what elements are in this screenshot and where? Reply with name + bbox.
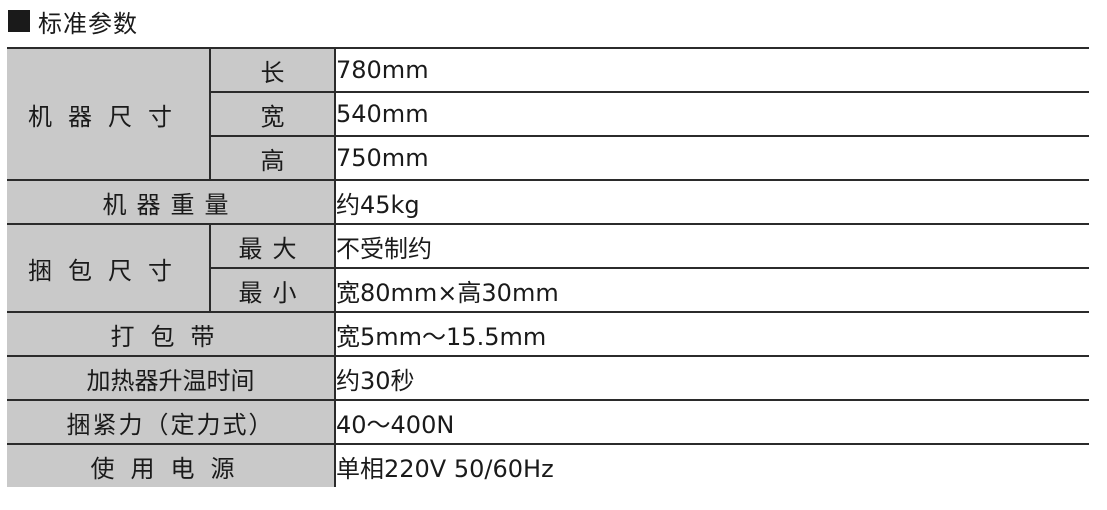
section-title: 标准参数 (8, 4, 138, 38)
bundle-max-value: 不受制约 (334, 224, 1089, 269)
title-text: 标准参数 (38, 9, 138, 38)
square-bullet-icon (8, 10, 30, 32)
table-row: 宽 540mm (7, 92, 1089, 137)
width-value: 540mm (334, 92, 1089, 137)
table-row: 机器尺寸 长 780mm (7, 47, 1089, 181)
strap-label: 打包带 (7, 312, 335, 357)
length-label: 长 (210, 47, 335, 93)
spec-table: 机器尺寸 长 780mm 宽 540mm 高 750mm 机器重量 约45kg … (7, 47, 1089, 487)
weight-value: 约45kg (334, 180, 1089, 225)
table-row: 打包带 宽5mm～15.5mm (7, 312, 1089, 357)
heater-value: 约30秒 (334, 356, 1089, 401)
strap-value: 宽5mm～15.5mm (334, 312, 1089, 357)
bundle-min-label: 最小 (210, 268, 335, 313)
power-value: 单相220V 50/60Hz (334, 444, 1089, 487)
height-label: 高 (210, 136, 335, 181)
heater-label: 加热器升温时间 (7, 356, 335, 401)
table-row: 捆包尺寸 最大 不受制约 (7, 224, 1089, 313)
tension-value: 40～400N (334, 400, 1089, 445)
weight-label: 机器重量 (7, 180, 335, 225)
power-label: 使用电源 (7, 444, 335, 487)
table-row: 最小 宽80mm×高30mm (7, 268, 1089, 313)
table-row: 使用电源 单相220V 50/60Hz (7, 444, 1089, 487)
bundle-size-group-label: 捆包尺寸 (7, 224, 211, 313)
bundle-min-value: 宽80mm×高30mm (334, 268, 1089, 313)
table-row: 加热器升温时间 约30秒 (7, 356, 1089, 401)
tension-label: 捆紧力（定力式） (7, 400, 335, 445)
width-label: 宽 (210, 92, 335, 137)
bundle-max-label: 最大 (210, 224, 335, 269)
length-value: 780mm (334, 47, 1089, 93)
machine-size-group-label: 机器尺寸 (7, 47, 211, 181)
height-value: 750mm (334, 136, 1089, 181)
table-row: 高 750mm (7, 136, 1089, 181)
table-row: 机器重量 约45kg (7, 180, 1089, 225)
table-row: 捆紧力（定力式） 40～400N (7, 400, 1089, 445)
